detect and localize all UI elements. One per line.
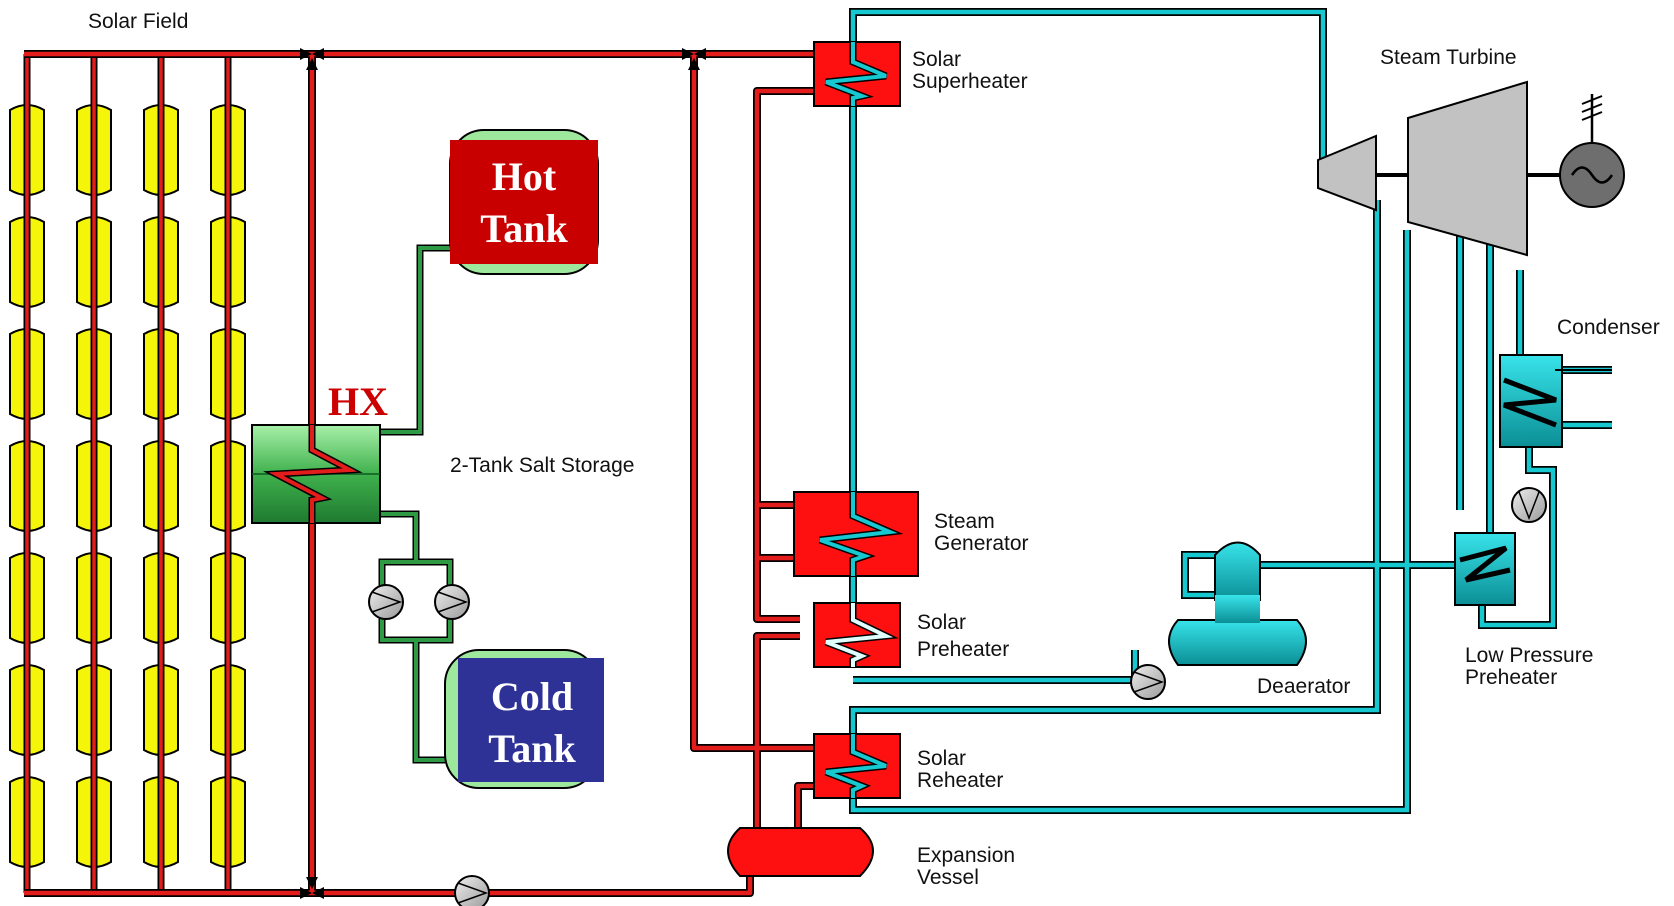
expansion-vessel-label-line2: Vessel	[917, 866, 979, 889]
hx-label: HX	[328, 379, 388, 424]
hot-tank-label-line1: Hot	[492, 154, 557, 199]
steam-generator-label-line1: Steam	[934, 510, 995, 533]
low-pressure-preheater[interactable]	[1454, 532, 1516, 606]
pump-icon[interactable]	[368, 584, 404, 620]
solar-field	[9, 54, 246, 893]
deaerator[interactable]	[1168, 541, 1307, 666]
cold-tank-label-line2: Tank	[488, 726, 576, 771]
valve-icon[interactable]	[405, 634, 427, 646]
salt-storage-piping	[378, 244, 454, 764]
solar-preheater[interactable]	[813, 602, 901, 668]
solar-preheater-label-line2: Preheater	[917, 638, 1009, 661]
collector-array	[9, 104, 246, 868]
lp-preheater-label-line1: Low Pressure	[1465, 644, 1593, 667]
pump-icon[interactable]	[1511, 487, 1547, 523]
solar-field-label: Solar Field	[88, 10, 188, 33]
steam-turbine[interactable]	[1317, 80, 1528, 257]
solar-reheater-label-line2: Reheater	[917, 769, 1003, 792]
valve-icon[interactable]	[682, 48, 706, 60]
solar-reheater[interactable]	[813, 733, 901, 799]
flow-arrow-icon	[306, 877, 318, 889]
lp-preheater-label-line2: Preheater	[1465, 666, 1557, 689]
solar-preheater-label-line1: Solar	[917, 611, 966, 634]
expansion-vessel-label-line1: Expansion	[917, 844, 1015, 867]
cold-tank-body	[458, 658, 604, 782]
lp-turbine-stage	[1407, 80, 1528, 257]
steam-generator[interactable]	[793, 491, 919, 577]
valve-icon[interactable]	[300, 48, 324, 60]
generator-icon[interactable]	[1559, 94, 1625, 208]
steam-turbine-label: Steam Turbine	[1380, 46, 1517, 69]
cold-tank[interactable]: Cold Tank	[444, 649, 604, 789]
solar-superheater[interactable]	[813, 41, 901, 107]
condenser-label: Condenser	[1557, 316, 1660, 339]
hot-tank[interactable]: Hot Tank	[449, 129, 599, 275]
flow-arrow-icon	[306, 58, 318, 70]
valve-icon[interactable]	[300, 887, 324, 899]
deaerator-label: Deaerator	[1257, 675, 1350, 698]
hot-tank-label-line2: Tank	[480, 206, 568, 251]
valve-icon[interactable]	[405, 556, 427, 568]
pump-icon[interactable]	[454, 875, 490, 906]
hp-turbine-stage	[1317, 134, 1377, 212]
expansion-vessel[interactable]	[727, 827, 874, 877]
solar-superheater-label-line2: Superheater	[912, 70, 1028, 93]
hot-tank-body	[450, 140, 598, 264]
condenser[interactable]	[1499, 354, 1612, 448]
pump-icon[interactable]	[1130, 664, 1166, 700]
flow-arrow-icon	[688, 58, 700, 70]
cold-tank-label-line1: Cold	[491, 674, 573, 719]
steam-generator-label-line2: Generator	[934, 532, 1029, 555]
pump-icon[interactable]	[434, 584, 470, 620]
salt-heat-exchanger[interactable]	[251, 424, 381, 524]
collector-risers	[23, 54, 232, 893]
solar-reheater-label-line1: Solar	[917, 747, 966, 770]
solar-superheater-label-line1: Solar	[912, 48, 961, 71]
salt-storage-label: 2-Tank Salt Storage	[450, 454, 634, 477]
component-labels: Solar Field 2-Tank Salt Storage Solar Su…	[88, 10, 1660, 889]
